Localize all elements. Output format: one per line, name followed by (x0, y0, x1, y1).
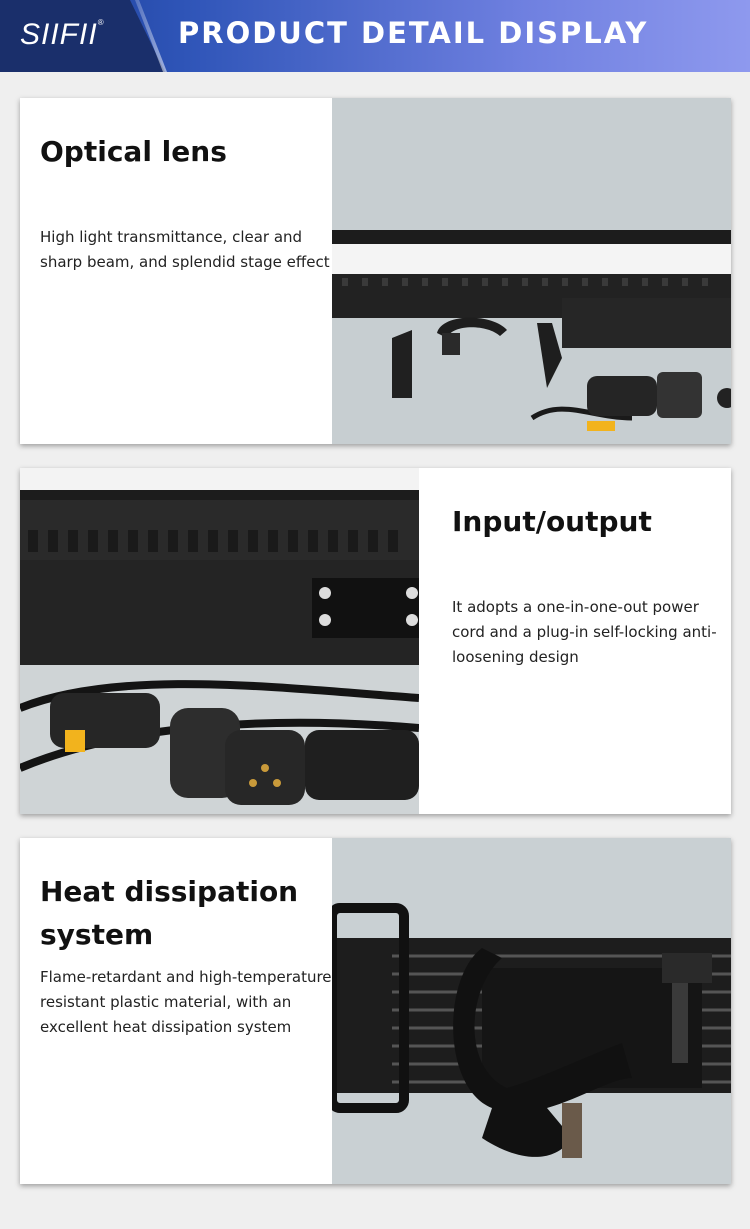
brand-logo: SIIFII® (20, 18, 105, 52)
trademark-mark: ® (97, 18, 105, 27)
banner-title: PRODUCT DETAIL DISPLAY (178, 16, 649, 50)
heat-sink-illustration (332, 838, 731, 1184)
feature-description: It adopts a one-in-one-out power cord an… (452, 598, 717, 666)
product-photo-optical-lens (332, 98, 731, 444)
feature-card-heat-dissipation: Heat dissipation system Flame-retardant … (20, 838, 731, 1184)
product-photo-heat-dissipation (332, 838, 731, 1184)
feature-card-input-output: Input/output It adopts a one-in-one-out … (20, 468, 731, 814)
feature-description: High light transmittance, clear and shar… (40, 228, 330, 271)
feature-title: Heat dissipation system (40, 875, 299, 951)
header-banner: SIIFII® PRODUCT DETAIL DISPLAY (0, 0, 750, 72)
brand-name: SIIFII (20, 18, 98, 51)
connector-illustration (20, 468, 419, 814)
feature-title: Input/output (452, 505, 652, 538)
feature-description: Flame-retardant and high-temperature res… (40, 968, 332, 1036)
feature-title: Optical lens (40, 135, 227, 168)
product-photo-input-output (20, 468, 419, 814)
feature-card-optical-lens: Optical lens High light transmittance, c… (20, 98, 731, 444)
light-bar-illustration (332, 98, 731, 444)
